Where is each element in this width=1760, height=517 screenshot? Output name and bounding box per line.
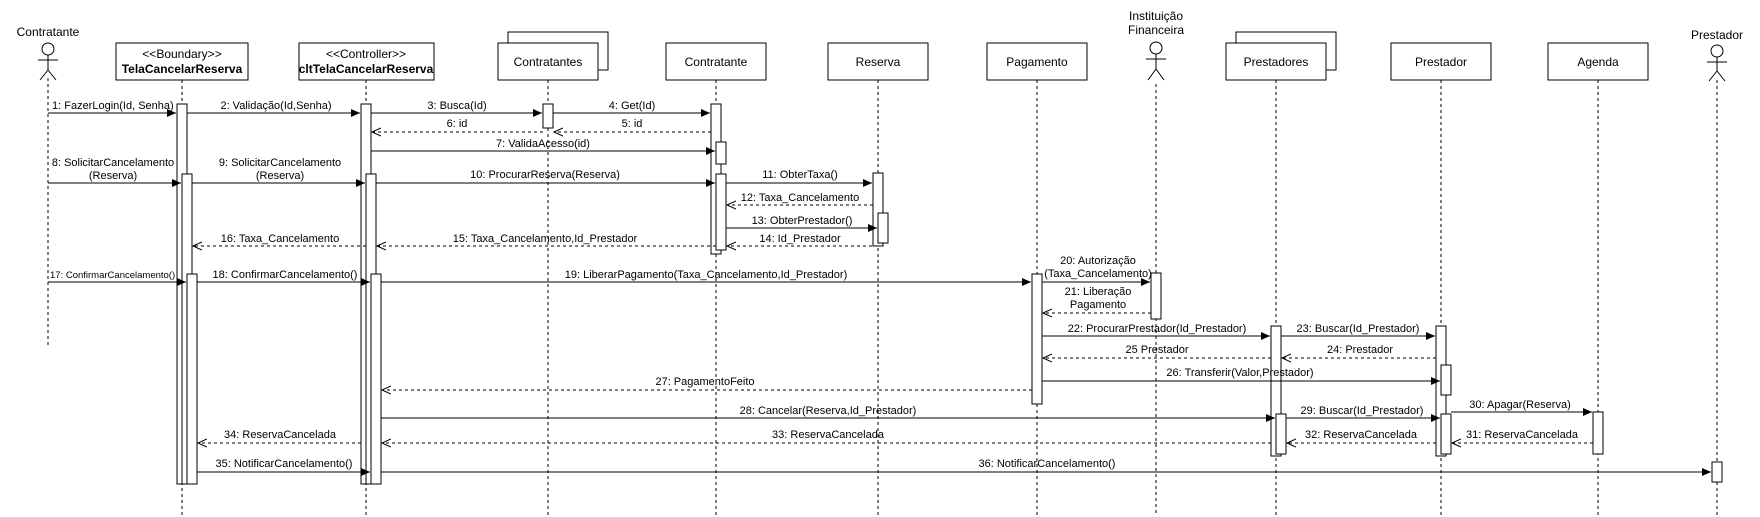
participant-label: Financeira [1128, 23, 1184, 37]
message-label: 10: ProcurarReserva(Reserva) [470, 169, 620, 181]
participant-label: Pagamento [1006, 55, 1068, 69]
message-label: 6: id [447, 118, 468, 130]
message-label: 11: ObterTaxa() [762, 169, 838, 181]
participant-label: Prestador [1415, 55, 1467, 69]
message-labels: 1: FazerLogin(Id, Senha) 2: Validação(Id… [50, 100, 1579, 470]
participant-contratante-actor: Contratante [17, 25, 80, 81]
messages [48, 109, 1711, 476]
activation-bar [1031, 273, 1043, 405]
activations [176, 103, 1723, 485]
message-label: (Reserva) [89, 170, 137, 182]
message-label: 25 Prestador [1126, 344, 1189, 356]
activation-bar [186, 273, 198, 485]
activation-bar [877, 212, 889, 244]
participant-pagamento: Pagamento [986, 42, 1088, 81]
message-label: 8: SolicitarCancelamento [52, 157, 174, 169]
message-label: 31: ReservaCancelada [1466, 429, 1579, 441]
message-label: 20: Autorização [1060, 255, 1136, 267]
message-label: Pagamento [1070, 299, 1126, 311]
message-label: 5: id [622, 118, 643, 130]
message-label: 34: ReservaCancelada [224, 429, 337, 441]
message-label: 15: Taxa_Cancelamento,Id_Prestador [453, 233, 638, 245]
activation-bar [1440, 413, 1452, 455]
participant-label: Prestador [1691, 28, 1743, 42]
participant-tela: <<Boundary>> TelaCancelarReserva [115, 42, 249, 81]
activation-bar [715, 173, 727, 251]
message-label: 22: ProcurarPrestador(Id_Prestador) [1068, 323, 1247, 335]
participant-label: Reserva [856, 55, 901, 69]
stereotype-label: <<Controller>> [326, 47, 406, 61]
activation-bar [1711, 461, 1723, 483]
participant-label: Instituição [1129, 9, 1183, 23]
participant-label: Prestadores [1244, 55, 1309, 69]
message-label: 29: Buscar(Id_Prestador) [1301, 405, 1424, 417]
actor-icon [1707, 44, 1727, 82]
activation-bar [1150, 272, 1162, 320]
participant-instituicao: Instituição Financeira [1128, 9, 1184, 81]
message-label: (Taxa_Cancelamento) [1044, 268, 1152, 280]
message-label: 21: Liberação [1065, 286, 1132, 298]
message-label: 9: SolicitarCancelamento [219, 157, 341, 169]
actor-icon [1146, 41, 1166, 81]
participant-label: Contratante [685, 55, 748, 69]
activation-bar [542, 103, 554, 129]
participant-contratantes: Contratantes [497, 31, 609, 81]
message-label: 36: NotificarCancelamento() [979, 458, 1116, 470]
activation-bar [1592, 411, 1604, 455]
participant-label: Contratantes [514, 55, 583, 69]
participant-label: cltTelaCancelarReserva [299, 62, 434, 76]
message-label: 12: Taxa_Cancelamento [741, 192, 859, 204]
message-label: 1: FazerLogin(Id, Senha) [52, 100, 174, 112]
participant-contratante: Contratante [665, 42, 767, 81]
message-label: 26: Transferir(Valor,Prestador) [1166, 367, 1313, 379]
stereotype-label: <<Boundary>> [142, 47, 221, 61]
participant-prestador-actor: Prestador [1691, 28, 1743, 82]
message-label: 32: ReservaCancelada [1305, 429, 1418, 441]
message-label: 3: Busca(Id) [427, 100, 486, 112]
message-label: 16: Taxa_Cancelamento [221, 233, 339, 245]
message-label: 24: Prestador [1327, 344, 1393, 356]
participant-label: Contratante [17, 25, 80, 39]
message-label: 14: Id_Prestador [759, 233, 841, 245]
participant-prestadores: Prestadores [1225, 31, 1337, 81]
participant-controller: <<Controller>> cltTelaCancelarReserva [298, 42, 435, 81]
message-label: 18: ConfirmarCancelamento() [213, 269, 358, 281]
actor-icon [38, 42, 58, 81]
participant-label: TelaCancelarReserva [122, 62, 243, 76]
message-label: 33: ReservaCancelada [772, 429, 885, 441]
message-label: 4: Get(Id) [609, 100, 655, 112]
activation-bar [1270, 325, 1282, 457]
lifelines [47, 78, 1718, 515]
participant-label: Agenda [1577, 55, 1619, 69]
activation-bar [370, 273, 382, 485]
message-label: 28: Cancelar(Reserva,Id_Prestador) [740, 405, 917, 417]
message-label: 35: NotificarCancelamento() [216, 458, 353, 470]
message-label: 13: ObterPrestador() [752, 215, 853, 227]
message-label: 7: ValidaAcesso(id) [496, 138, 590, 150]
message-label: 19: LiberarPagamento(Taxa_Cancelamento,I… [565, 269, 848, 281]
participant-reserva: Reserva [827, 42, 929, 81]
activation-bar [1275, 413, 1287, 455]
message-label: 2: Validação(Id,Senha) [220, 100, 331, 112]
message-label: 17: ConfirmarCancelamento() [50, 270, 175, 281]
activation-bar [1440, 364, 1452, 396]
participant-agenda: Agenda [1547, 42, 1649, 81]
activation-bar [715, 141, 727, 165]
participant-prestador: Prestador [1390, 42, 1492, 81]
message-label: (Reserva) [256, 170, 304, 182]
message-label: 27: PagamentoFeito [655, 376, 754, 388]
message-label: 30: Apagar(Reserva) [1469, 399, 1571, 411]
message-label: 23: Buscar(Id_Prestador) [1297, 323, 1420, 335]
